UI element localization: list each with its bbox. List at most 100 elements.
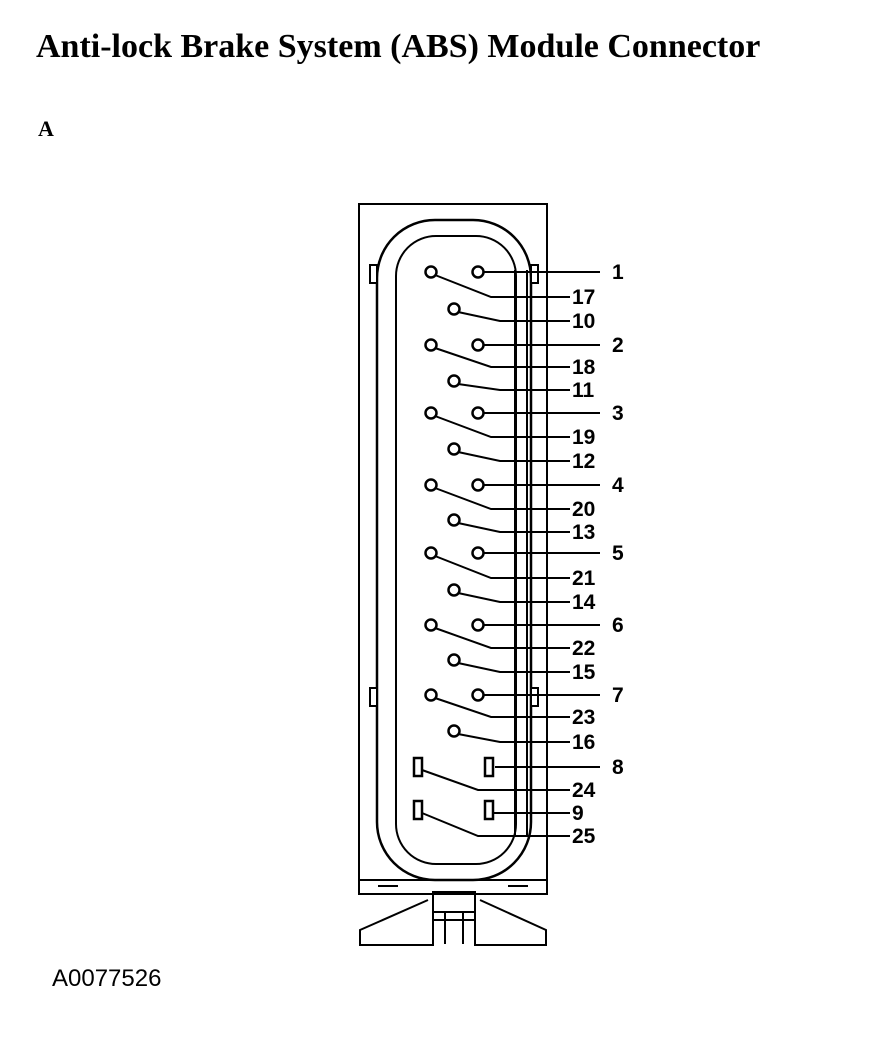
- pin-22-contact: [424, 618, 438, 632]
- pin-1-contact: [471, 265, 485, 279]
- pin-25-leader: [421, 812, 570, 837]
- pin-17-contact: [424, 265, 438, 279]
- pin-8: 8: [483, 756, 624, 779]
- pin-5-contact: [471, 546, 485, 560]
- pin-20: 20: [424, 478, 595, 521]
- page-title: Anti-lock Brake System (ABS) Module Conn…: [36, 28, 761, 65]
- pin-11-label: 11: [572, 379, 595, 402]
- pin-16: 16: [447, 724, 595, 754]
- pin-11: 11: [447, 374, 595, 402]
- pin-14-leader: [457, 592, 570, 603]
- pin-9: 9: [483, 799, 584, 825]
- view-label: A: [38, 116, 54, 141]
- pin-20-label: 20: [572, 498, 595, 521]
- pin-2: 2: [471, 334, 624, 357]
- pin-14-contact: [447, 583, 461, 597]
- pin-21-contact: [424, 546, 438, 560]
- pin-23-label: 23: [572, 706, 595, 729]
- pin-22-leader: [434, 627, 570, 649]
- pin-18-label: 18: [572, 356, 596, 379]
- pin-14: 14: [447, 583, 596, 614]
- pin-21: 21: [424, 546, 596, 590]
- pin-23-leader: [434, 697, 570, 718]
- pin-24-leader: [421, 769, 570, 791]
- pin-8-contact: [483, 756, 495, 778]
- pin-22: 22: [424, 618, 595, 660]
- pin-13-label: 13: [572, 521, 595, 544]
- pin-5-label: 5: [612, 542, 624, 565]
- pin-18-contact: [424, 338, 438, 352]
- pin-4: 4: [471, 474, 624, 497]
- pin-13: 13: [447, 513, 595, 544]
- pin-12: 12: [447, 442, 595, 473]
- pin-4-label: 4: [612, 474, 624, 497]
- pin-16-leader: [457, 733, 570, 743]
- pin-21-label: 21: [572, 567, 596, 590]
- pin-23-contact: [424, 688, 438, 702]
- pin-17: 17: [424, 265, 595, 309]
- pin-3-contact: [471, 406, 485, 420]
- pin-1: 1: [471, 261, 624, 284]
- pin-7-contact: [471, 688, 485, 702]
- pin-4-contact: [471, 478, 485, 492]
- pin-9-label: 9: [572, 802, 584, 825]
- pin-25: 25: [412, 799, 596, 848]
- pin-22-label: 22: [572, 637, 595, 660]
- pin-23: 23: [424, 688, 595, 729]
- pin-15: 15: [447, 653, 596, 684]
- pin-21-leader: [434, 555, 570, 579]
- connector-base: [359, 891, 547, 946]
- pin-1-label: 1: [612, 261, 624, 284]
- pin-15-label: 15: [572, 661, 596, 684]
- pin-6-label: 6: [612, 614, 624, 637]
- pin-12-contact: [447, 442, 461, 456]
- pin-24: 24: [412, 756, 596, 802]
- pin-25-contact: [412, 799, 424, 821]
- pin-24-contact: [412, 756, 424, 778]
- latch-right-top: [530, 264, 539, 284]
- pin-7: 7: [471, 684, 624, 707]
- pin-19-contact: [424, 406, 438, 420]
- pin-10-contact: [447, 302, 461, 316]
- pin-10-leader: [457, 311, 570, 322]
- pin-20-leader: [434, 487, 570, 510]
- pin-18: 18: [424, 338, 596, 379]
- pin-9-contact: [483, 799, 495, 821]
- pin-6: 6: [471, 614, 624, 637]
- pin-18-leader: [434, 347, 570, 368]
- pin-17-label: 17: [572, 286, 595, 309]
- pin-12-leader: [457, 451, 570, 462]
- pin-10: 10: [447, 302, 595, 333]
- pin-15-leader: [457, 662, 570, 673]
- pin-6-contact: [471, 618, 485, 632]
- pin-7-label: 7: [612, 684, 624, 707]
- latch-left-top: [369, 264, 378, 284]
- pin-12-label: 12: [572, 450, 595, 473]
- pin-2-label: 2: [612, 334, 624, 357]
- pin-19-leader: [434, 415, 570, 438]
- pin-13-leader: [457, 522, 570, 533]
- pin-16-contact: [447, 724, 461, 738]
- housing-outer: [358, 203, 548, 895]
- pin-11-contact: [447, 374, 461, 388]
- pin-16-label: 16: [572, 731, 595, 754]
- pin-3: 3: [471, 402, 624, 425]
- pin-15-contact: [447, 653, 461, 667]
- pin-14-label: 14: [572, 591, 596, 614]
- pin-24-label: 24: [572, 779, 596, 802]
- pin-20-contact: [424, 478, 438, 492]
- pin-11-leader: [457, 383, 570, 391]
- pin-5: 5: [471, 542, 624, 565]
- connector-housing: [358, 203, 548, 895]
- latch-left-bottom: [369, 687, 378, 707]
- pin-2-contact: [471, 338, 485, 352]
- base-block: [432, 891, 476, 913]
- pin-19: 19: [424, 406, 595, 449]
- pin-19-label: 19: [572, 426, 595, 449]
- pin-13-contact: [447, 513, 461, 527]
- pin-10-label: 10: [572, 310, 595, 333]
- pin-25-label: 25: [572, 825, 596, 848]
- pin-17-leader: [434, 274, 570, 298]
